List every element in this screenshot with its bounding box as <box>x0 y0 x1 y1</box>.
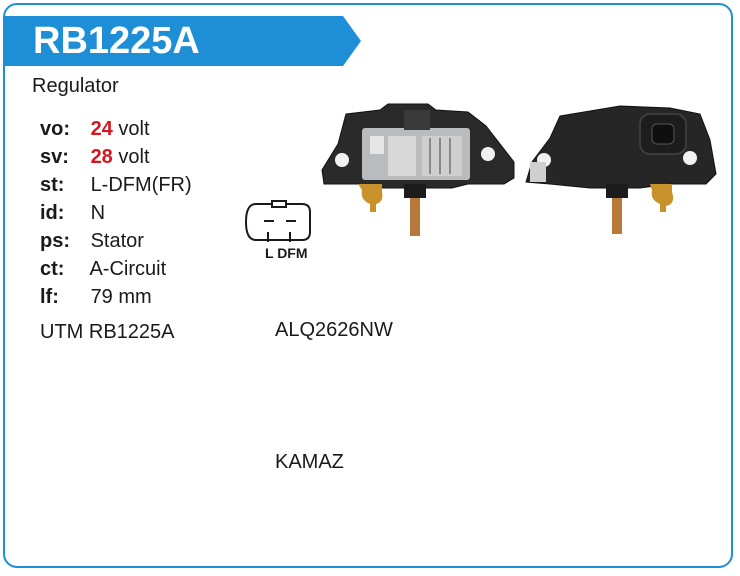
product-photo-side <box>520 100 720 250</box>
spec-value: L-DFM(FR) <box>90 174 192 196</box>
product-card <box>3 3 733 568</box>
spec-row-vo: vo: 24 volt <box>40 115 192 143</box>
spec-value: A-Circuit <box>89 258 167 280</box>
spec-row-sv: sv: 28 volt <box>40 143 192 171</box>
spec-row-st: st: L-DFM(FR) <box>40 171 192 199</box>
connector-diagram: L DFM <box>244 198 324 267</box>
product-type: Regulator <box>32 75 119 97</box>
utm-reference: UTM RB1225A <box>40 321 175 343</box>
spec-key: st: <box>40 174 65 196</box>
connector-label: L DFM <box>265 245 308 261</box>
connector-icon: L DFM <box>244 200 311 261</box>
spec-value: 28 <box>90 146 113 168</box>
regulator-front-illustration <box>321 103 515 236</box>
regulator-side-illustration <box>525 105 717 234</box>
title-banner: RB1225A <box>3 16 361 66</box>
application-reference: KAMAZ <box>275 451 344 473</box>
spec-value: Stator <box>90 230 144 252</box>
spec-value: 24 <box>90 118 113 140</box>
product-photo-front <box>318 100 518 250</box>
spec-row-id: id: N <box>40 199 192 227</box>
spec-list: vo: 24 volt sv: 28 volt st: L-DFM(FR) id… <box>40 115 192 311</box>
spec-key: lf: <box>40 286 59 308</box>
spec-unit: volt <box>118 118 150 140</box>
spec-key: vo: <box>40 118 70 140</box>
spec-row-lf: lf: 79 mm <box>40 283 192 311</box>
spec-key: id: <box>40 202 65 224</box>
spec-key: ps: <box>40 230 70 252</box>
spec-unit: volt <box>118 146 150 168</box>
spec-key: sv: <box>40 146 69 168</box>
spec-row-ps: ps: Stator <box>40 227 192 255</box>
title-banner-shape <box>3 16 361 66</box>
spec-value: N <box>90 202 106 224</box>
spec-row-ct: ct: A-Circuit <box>40 255 192 283</box>
spec-value: 79 mm <box>90 286 152 308</box>
product-code: RB1225A <box>33 20 200 62</box>
spec-key: ct: <box>40 258 65 280</box>
oem-reference: ALQ2626NW <box>275 319 393 341</box>
